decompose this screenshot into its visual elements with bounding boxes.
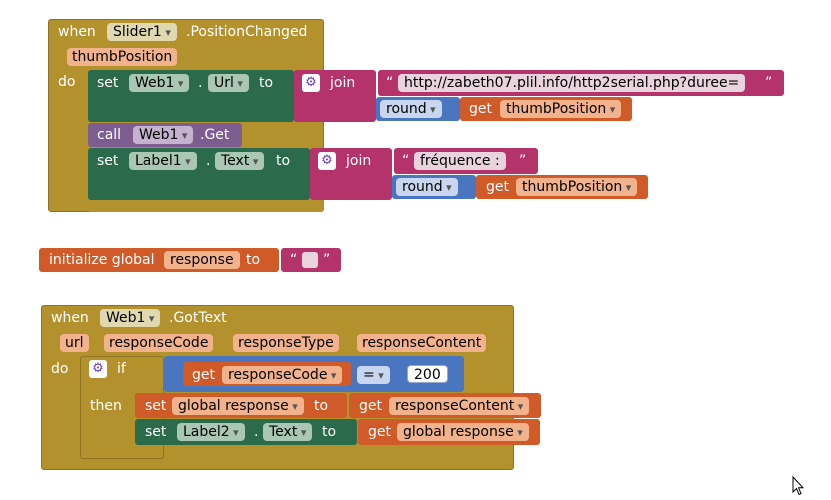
component-dropdown-label1[interactable]: Label1 xyxy=(129,152,197,170)
round-dropdown-1[interactable]: round xyxy=(380,100,442,118)
param-responsecontent[interactable]: responseContent xyxy=(357,334,487,352)
call-label: call xyxy=(97,127,122,143)
method-get: .Get xyxy=(200,127,230,143)
var-dropdown-thumbposition-2[interactable]: thumbPosition xyxy=(516,178,638,196)
initialize-global-label: initialize global xyxy=(49,252,155,268)
quote-close: ” xyxy=(519,153,527,169)
component-dropdown-web1[interactable]: Web1 xyxy=(129,74,190,92)
when-label: when xyxy=(58,24,96,40)
text-field-url[interactable]: http://zabeth07.plil.info/http2serial.ph… xyxy=(398,74,746,92)
set-label: set xyxy=(145,424,167,440)
get-label: get xyxy=(368,424,391,440)
dot-label: . xyxy=(206,153,211,169)
property-dropdown-url[interactable]: Url xyxy=(208,74,249,92)
quote-open: “ xyxy=(402,153,410,169)
when-label: when xyxy=(51,310,89,326)
join-label: join xyxy=(346,153,372,169)
to-label: to xyxy=(246,252,261,268)
property-dropdown-text[interactable]: Text xyxy=(215,152,265,170)
event-name: .PositionChanged xyxy=(186,24,308,40)
quote-close: ” xyxy=(323,252,331,268)
gear-icon[interactable]: ⚙ xyxy=(302,74,320,92)
param-responsecode[interactable]: responseCode xyxy=(104,334,214,352)
component-dropdown-label2[interactable]: Label2 xyxy=(177,423,245,441)
to-label: to xyxy=(314,398,329,414)
quote-open: “ xyxy=(290,252,298,268)
gear-icon[interactable]: ⚙ xyxy=(318,152,336,170)
join-label: join xyxy=(330,75,356,91)
component-dropdown-web1-event[interactable]: Web1 xyxy=(100,309,161,327)
var-dropdown-responsecontent[interactable]: responseContent xyxy=(389,397,530,415)
do-label: do xyxy=(51,361,69,377)
gear-icon[interactable]: ⚙ xyxy=(89,360,107,378)
if-label: if xyxy=(117,361,126,377)
round-dropdown-2[interactable]: round xyxy=(396,178,458,196)
event-name: .GotText xyxy=(169,310,227,326)
component-dropdown-web1-call[interactable]: Web1 xyxy=(133,126,194,144)
get-label: get xyxy=(469,101,492,117)
quote-open: “ xyxy=(386,75,394,91)
number-field-200[interactable]: 200 xyxy=(407,365,448,383)
var-dropdown-responsecode[interactable]: responseCode xyxy=(222,366,343,384)
mouse-cursor-icon xyxy=(792,476,804,496)
event-block-bottom xyxy=(88,196,324,212)
empty-text-field[interactable] xyxy=(302,252,318,268)
var-dropdown-global-response-2[interactable]: global response xyxy=(397,423,529,441)
param-thumbposition[interactable]: thumbPosition xyxy=(67,48,178,66)
then-label: then xyxy=(90,398,122,414)
component-dropdown-slider1[interactable]: Slider1 xyxy=(107,23,177,41)
to-label: to xyxy=(322,424,337,440)
to-label: to xyxy=(276,153,291,169)
dot-label: . xyxy=(198,75,203,91)
operator-dropdown-equals[interactable]: = xyxy=(357,366,390,384)
set-label: set xyxy=(97,75,119,91)
text-field-frequence[interactable]: fréquence : xyxy=(414,152,506,170)
to-label: to xyxy=(259,75,274,91)
get-label: get xyxy=(359,398,382,414)
param-url[interactable]: url xyxy=(60,334,89,352)
var-dropdown-thumbposition-1[interactable]: thumbPosition xyxy=(500,100,622,118)
set-label1-text-block[interactable] xyxy=(88,148,310,200)
set-label: set xyxy=(97,153,119,169)
property-dropdown-text[interactable]: Text xyxy=(263,423,313,441)
dot-label: . xyxy=(254,424,259,440)
param-responsetype[interactable]: responseType xyxy=(233,334,339,352)
var-dropdown-global-response[interactable]: global response xyxy=(172,397,304,415)
set-label: set xyxy=(145,398,167,414)
quote-close: ” xyxy=(765,75,773,91)
global-name-field[interactable]: response xyxy=(164,251,240,269)
get-label: get xyxy=(192,367,215,383)
set-web1-url-block[interactable] xyxy=(88,70,294,122)
set-label2-text-block[interactable] xyxy=(135,419,357,445)
get-label: get xyxy=(486,179,509,195)
do-label: do xyxy=(58,74,76,90)
